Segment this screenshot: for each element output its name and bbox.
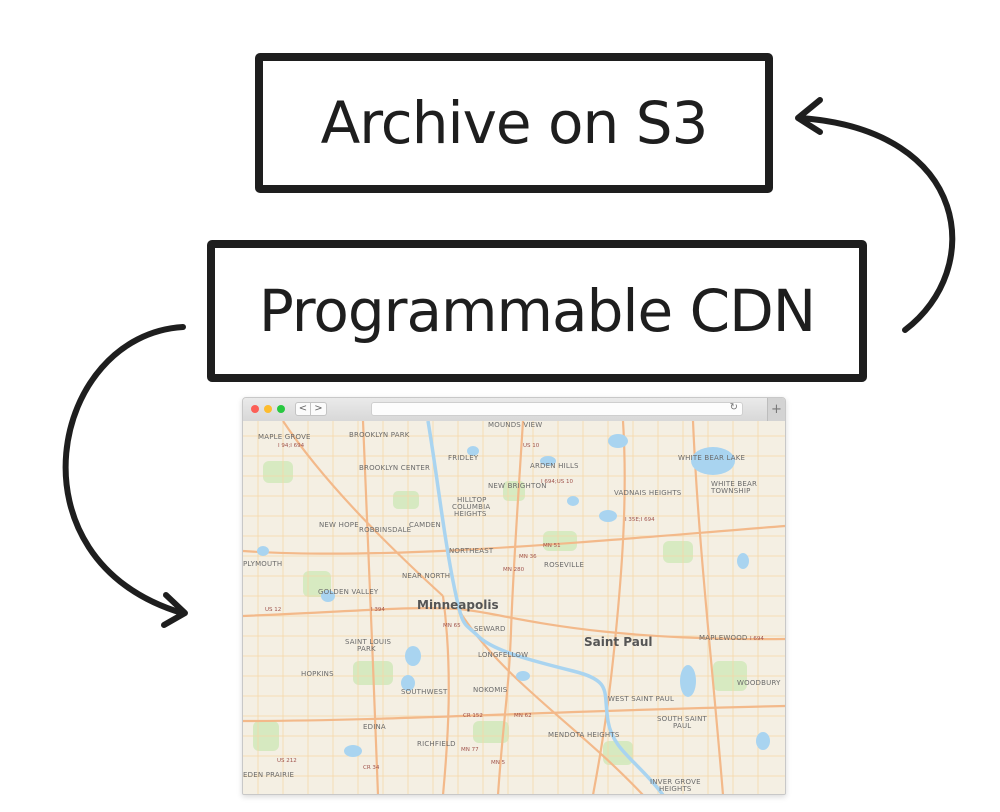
place-label: NEAR NORTH	[402, 572, 450, 580]
place-label: INVER GROVE	[650, 778, 701, 786]
place-label: MAPLEWOOD	[699, 634, 748, 642]
place-label: PARK	[357, 645, 376, 653]
highway-shield: CR 34	[363, 765, 380, 771]
highway-shield: MN 65	[443, 623, 461, 629]
place-label: SEWARD	[474, 625, 506, 633]
highway-shield: MN 280	[503, 567, 525, 573]
place-label: MENDOTA HEIGHTS	[548, 731, 620, 739]
address-bar[interactable]: ↻	[371, 402, 743, 416]
arrow-cdn-to-browser	[62, 324, 186, 616]
place-label: FRIDLEY	[448, 454, 479, 462]
highway-shield: US 12	[265, 607, 281, 613]
highway-shield: I 35E;I 694	[625, 517, 655, 523]
city-map[interactable]: MAPLE GROVE BROOKLYN PARK MOUNDS VIEW FR…	[243, 421, 785, 795]
archive-s3-box: Archive on S3	[255, 53, 773, 193]
close-window-icon[interactable]	[251, 405, 259, 413]
highway-shield: I 694;US 10	[541, 479, 573, 485]
place-label: MAPLE GROVE	[258, 433, 311, 441]
place-label: BROOKLYN CENTER	[359, 464, 430, 472]
place-label: SOUTH SAINT	[657, 715, 708, 723]
highway-shield: CR 152	[463, 713, 483, 719]
place-label: WHITE BEAR	[711, 480, 757, 488]
highway-shield: US 10	[523, 443, 540, 449]
place-label: GOLDEN VALLEY	[318, 588, 379, 596]
highway-shield: MN 51	[543, 543, 561, 549]
place-label: EDEN PRAIRIE	[243, 771, 294, 779]
city-label-saint-paul: Saint Paul	[584, 635, 653, 649]
programmable-cdn-label: Programmable CDN	[258, 277, 816, 345]
place-label: PLYMOUTH	[243, 560, 282, 568]
highway-shield: MN 36	[519, 554, 537, 560]
place-label: CAMDEN	[409, 521, 441, 529]
place-label: NOKOMIS	[473, 686, 508, 694]
place-label: NORTHEAST	[449, 547, 494, 555]
place-label: ARDEN HILLS	[530, 462, 579, 470]
place-label: HOPKINS	[301, 670, 334, 678]
place-label: HILLTOP	[457, 496, 487, 504]
place-labels: MAPLE GROVE BROOKLYN PARK MOUNDS VIEW FR…	[243, 421, 781, 793]
place-label: HEIGHTS	[454, 510, 487, 518]
back-button[interactable]: <	[295, 402, 311, 416]
city-label-minneapolis: Minneapolis	[417, 598, 499, 612]
place-label: PAUL	[673, 722, 691, 730]
mississippi-river	[426, 421, 665, 794]
place-label: EDINA	[363, 723, 386, 731]
place-label: WOODBURY	[737, 679, 781, 687]
arrow-cdn-to-s3-head	[795, 97, 823, 135]
place-label: HEIGHTS	[659, 785, 692, 793]
highway-shield: MN 77	[461, 747, 479, 753]
lakes-layer	[257, 434, 770, 757]
major-roads	[243, 421, 785, 794]
highway-shield: US 212	[277, 758, 297, 764]
place-label: RICHFIELD	[417, 740, 456, 748]
place-label: ROBBINSDALE	[359, 526, 411, 534]
zoom-window-icon[interactable]	[277, 405, 285, 413]
place-label: SAINT LOUIS	[345, 638, 392, 646]
new-tab-button[interactable]: +	[767, 398, 785, 421]
place-label: TOWNSHIP	[710, 487, 751, 495]
highway-shield: I 694	[750, 636, 764, 642]
place-label: ROSEVILLE	[544, 561, 584, 569]
highway-shield: I 94;I 694	[278, 443, 305, 449]
reload-icon[interactable]: ↻	[729, 402, 738, 413]
browser-toolbar: < > ↻ +	[243, 398, 785, 422]
place-label: BROOKLYN PARK	[349, 431, 410, 439]
place-label: COLUMBIA	[452, 503, 490, 511]
place-label: SOUTHWEST	[401, 688, 448, 696]
place-label: NEW HOPE	[319, 521, 359, 529]
place-label: VADNAIS HEIGHTS	[614, 489, 682, 497]
highway-shield: MN 5	[491, 760, 506, 766]
minimize-window-icon[interactable]	[264, 405, 272, 413]
programmable-cdn-box: Programmable CDN	[207, 240, 867, 382]
forward-button[interactable]: >	[311, 402, 327, 416]
browser-window: < > ↻ +	[242, 397, 786, 795]
archive-s3-label: Archive on S3	[320, 89, 709, 157]
arrow-cdn-to-browser-head	[161, 592, 188, 628]
place-label: WHITE BEAR LAKE	[678, 454, 745, 462]
highway-shields: I 94;I 694 US 10 I 694;US 10 I 35E;I 694…	[265, 443, 764, 771]
place-label: MOUNDS VIEW	[488, 421, 542, 429]
place-label: NEW BRIGHTON	[488, 482, 547, 490]
place-label: WEST SAINT PAUL	[608, 695, 674, 703]
highway-shield: I 394	[371, 607, 385, 613]
highway-shield: MN 62	[514, 713, 532, 719]
place-label: LONGFELLOW	[478, 651, 528, 659]
